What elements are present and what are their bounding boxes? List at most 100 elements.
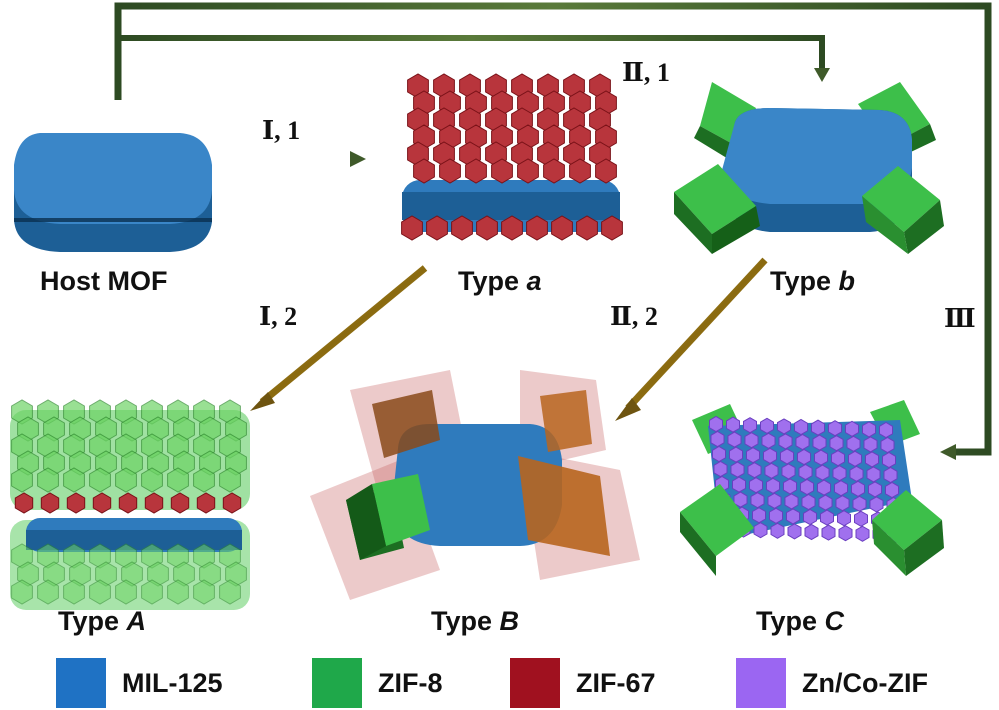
zn-co-zif-crystal bbox=[854, 510, 868, 527]
zn-co-zif-crystal bbox=[784, 493, 799, 510]
zn-co-zif-crystal bbox=[730, 461, 745, 478]
zif67-crystal bbox=[144, 492, 164, 514]
zif67-crystal bbox=[196, 492, 216, 514]
route-I-2-line bbox=[259, 265, 428, 405]
zn-co-zif-crystal bbox=[712, 445, 726, 463]
zn-co-zif-crystal bbox=[770, 522, 785, 539]
legend-item-mil125: MIL-125 bbox=[56, 658, 223, 708]
type-a-structure bbox=[401, 73, 623, 241]
zn-co-zif-crystal bbox=[883, 466, 898, 484]
label-type-C-prefix: Type bbox=[756, 606, 825, 636]
zn-co-zif-crystal bbox=[837, 510, 851, 527]
label-type-A: Type A bbox=[58, 606, 146, 637]
label-type-A-prefix: Type bbox=[58, 606, 127, 636]
zn-co-zif-crystal bbox=[852, 495, 867, 512]
zn-co-zif-crystal bbox=[817, 479, 831, 496]
route-II-1-arrowhead bbox=[814, 68, 830, 82]
zn-co-zif-crystal bbox=[863, 436, 878, 453]
zn-co-zif-crystal bbox=[828, 420, 842, 437]
zif67-crystal bbox=[543, 158, 565, 184]
zif67-crystal bbox=[517, 158, 539, 184]
zif67-crystal bbox=[601, 215, 623, 241]
label-type-b-prefix: Type bbox=[770, 266, 839, 296]
zn-co-zif-crystal bbox=[868, 481, 882, 498]
label-type-A-var: A bbox=[126, 606, 147, 636]
zif8-shell-crystal bbox=[141, 467, 163, 493]
zif8-shell-crystal bbox=[37, 579, 59, 605]
zn-co-zif-crystal bbox=[763, 447, 777, 464]
label-type-B: Type B bbox=[431, 606, 519, 637]
zn-co-zif-crystal bbox=[831, 450, 845, 467]
route-label-II-1: Ⅱ, 1 bbox=[622, 58, 670, 87]
zn-co-zif-crystal bbox=[733, 491, 748, 508]
zn-co-zif-crystal bbox=[786, 508, 800, 525]
zn-co-zif-crystal bbox=[749, 477, 763, 494]
legend-item-znco-zif: Zn/Co-ZIF bbox=[736, 658, 928, 708]
zif67-crystal bbox=[401, 215, 423, 241]
zn-co-zif-crystal bbox=[710, 430, 725, 448]
zn-co-zif-crystal bbox=[760, 417, 774, 434]
zn-co-zif-crystal bbox=[794, 418, 808, 436]
zn-co-zif-crystal bbox=[849, 465, 864, 482]
zn-co-zif-crystal bbox=[838, 525, 853, 542]
type-b-structure bbox=[674, 82, 944, 254]
zif67-crystal bbox=[66, 492, 86, 514]
label-type-a: Type a bbox=[458, 266, 542, 297]
zif67-crystal bbox=[491, 158, 513, 184]
legend-swatch-mil125 bbox=[56, 658, 106, 708]
zif67-crystal bbox=[569, 158, 591, 184]
zn-co-zif-crystal bbox=[845, 420, 859, 437]
zn-co-zif-crystal bbox=[851, 480, 865, 497]
zn-co-zif-crystal bbox=[744, 432, 759, 449]
zn-co-zif-crystal bbox=[879, 421, 893, 439]
zn-co-zif-crystal bbox=[880, 436, 895, 454]
zn-co-zif-crystal bbox=[865, 451, 879, 468]
zn-co-zif-crystal bbox=[855, 525, 870, 542]
zn-co-zif-crystal bbox=[797, 448, 811, 466]
legend-label-zif67: ZIF-67 bbox=[576, 667, 656, 698]
zn-co-zif-crystal bbox=[743, 417, 757, 434]
zn-co-zif-crystal bbox=[746, 447, 760, 464]
zif67-crystal bbox=[170, 492, 190, 514]
zif8-shell-crystal bbox=[115, 467, 137, 493]
zn-co-zif-crystal bbox=[767, 492, 782, 509]
zif8-shell-crystal bbox=[193, 579, 215, 605]
zn-co-zif-crystal bbox=[764, 462, 779, 479]
zif8-shell-crystal bbox=[11, 467, 33, 493]
zif8-shell-crystal bbox=[141, 579, 163, 605]
connector-lines bbox=[114, 2, 992, 460]
zif67-crystal bbox=[14, 492, 34, 514]
label-type-b-var: b bbox=[838, 266, 856, 296]
type-C-structure bbox=[680, 400, 944, 576]
zn-co-zif-crystal bbox=[780, 448, 794, 465]
route-label-I-1: Ⅰ, 1 bbox=[262, 116, 301, 145]
zn-co-zif-crystal bbox=[885, 481, 899, 499]
legend-swatch-zif8 bbox=[312, 658, 362, 708]
legend-swatch-znco-zif bbox=[736, 658, 786, 708]
zn-co-zif-crystal bbox=[862, 421, 876, 438]
label-type-B-prefix: Type bbox=[431, 606, 500, 636]
label-type-a-var: a bbox=[526, 266, 542, 296]
route-II-2-arrowhead bbox=[615, 398, 641, 421]
zif67-crystal bbox=[92, 492, 112, 514]
zn-co-zif-crystal bbox=[811, 419, 825, 436]
zif67-crystal bbox=[595, 158, 617, 184]
host-mof bbox=[14, 133, 212, 252]
zn-co-zif-crystal bbox=[866, 466, 881, 483]
zn-co-zif-crystal bbox=[778, 433, 793, 450]
zn-co-zif-crystal bbox=[713, 460, 728, 478]
zn-co-zif-crystal bbox=[798, 463, 813, 481]
zif67-crystal bbox=[40, 492, 60, 514]
route-I-2-arrowhead bbox=[250, 392, 275, 411]
zn-co-zif-crystal bbox=[804, 523, 819, 541]
zif67-crystal bbox=[576, 215, 598, 241]
zif67-crystal bbox=[222, 492, 242, 514]
zn-co-zif-crystal bbox=[846, 435, 861, 452]
zn-co-zif-crystal bbox=[726, 416, 740, 433]
zif8-shell-crystal bbox=[167, 579, 189, 605]
label-type-C-var: C bbox=[824, 606, 845, 636]
type-A-structure bbox=[10, 399, 250, 610]
legend-label-znco-zif: Zn/Co-ZIF bbox=[802, 667, 928, 698]
zn-co-zif-crystal bbox=[747, 462, 762, 479]
zif67-crystal bbox=[451, 215, 473, 241]
